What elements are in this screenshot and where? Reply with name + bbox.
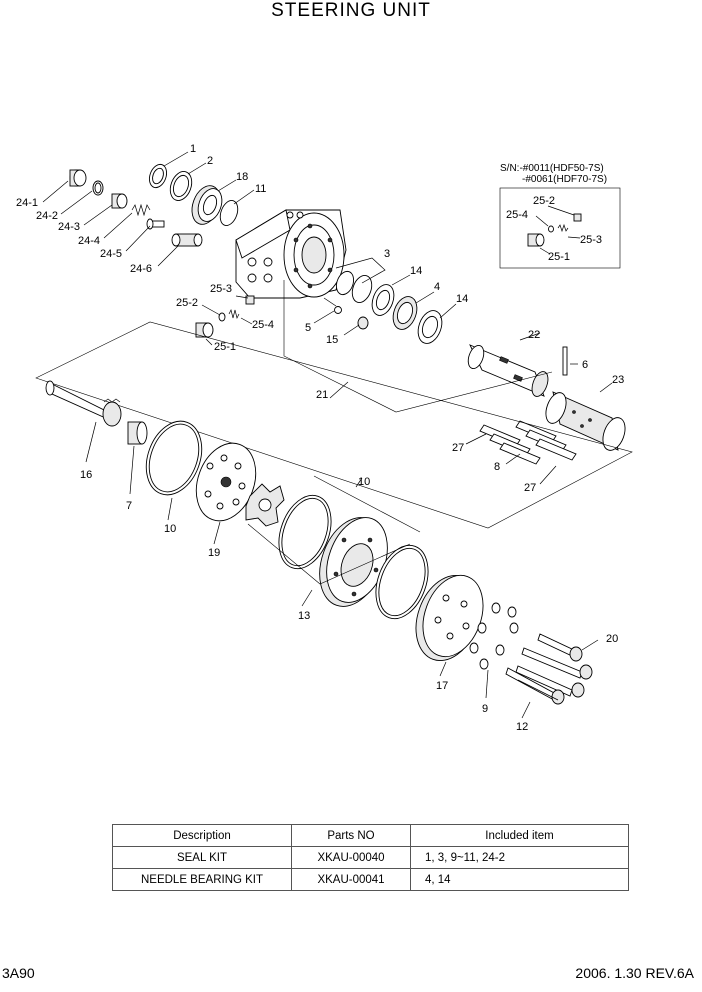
- inset-callout-25-4: 25-4: [506, 209, 528, 221]
- callout-10b: 10: [358, 476, 370, 488]
- plug-part-25-1: [195, 322, 214, 338]
- centering-springs-part-8-27: [479, 420, 577, 465]
- callout-6: 6: [582, 359, 588, 371]
- callout-22: 22: [528, 329, 540, 341]
- page-code: 3A90: [2, 965, 35, 981]
- seal-part-2: [169, 171, 193, 201]
- callout-19: 19: [208, 547, 220, 559]
- callout-15: 15: [326, 334, 338, 346]
- spool-part-22: [467, 344, 549, 397]
- cell-included: 4, 14: [410, 868, 629, 891]
- seal-part-3: [335, 270, 373, 303]
- callout-10a: 10: [164, 523, 176, 535]
- callout-14a: 14: [410, 265, 422, 277]
- callout-20: 20: [606, 633, 618, 645]
- valve-housing: [235, 209, 347, 299]
- callout-25-2: 25-2: [176, 297, 198, 309]
- callout-25-3: 25-3: [210, 283, 232, 295]
- cell-description: SEAL KIT: [112, 846, 292, 869]
- serial-note-line2: -#0061(HDF70-7S): [522, 174, 607, 185]
- header-parts-no: Parts NO: [291, 824, 411, 847]
- drive-shaft-part-16: [45, 380, 122, 427]
- callout-24-1: 24-1: [16, 197, 38, 209]
- kit-table: Description Parts NO Included item SEAL …: [112, 824, 629, 891]
- serial-inset-box: [499, 187, 621, 269]
- cell-included: 1, 3, 9~11, 24-2: [410, 846, 629, 869]
- spring-part-24-4: [131, 203, 151, 217]
- kit-table-header-row: Description Parts NO Included item: [112, 824, 629, 847]
- callout-18: 18: [236, 171, 248, 183]
- callout-27b: 27: [524, 482, 536, 494]
- needle-bearing-part-4: [392, 296, 418, 330]
- ball-part-5: [334, 306, 342, 314]
- callout-8: 8: [494, 461, 500, 473]
- callout-7: 7: [126, 500, 132, 512]
- table-row: SEAL KIT XKAU-00040 1, 3, 9~11, 24-2: [112, 846, 629, 869]
- o-ring-part-24-2: [92, 180, 104, 196]
- header-description: Description: [112, 824, 292, 847]
- check-valve-part-24-6: [171, 233, 203, 247]
- callout-16: 16: [80, 469, 92, 481]
- o-ring-part-25-2: [218, 312, 226, 322]
- distributor-plate-part-19: [195, 442, 257, 522]
- inset-callout-25-3: 25-3: [580, 234, 602, 246]
- callout-3: 3: [384, 248, 390, 260]
- callout-2: 2: [207, 155, 213, 167]
- callout-21: 21: [316, 389, 328, 401]
- callout-11: 11: [255, 183, 266, 195]
- bearing-race-part-14b: [417, 310, 443, 344]
- bolts-part-12: [505, 667, 565, 705]
- cell-description: NEEDLE BEARING KIT: [112, 868, 292, 891]
- inset-valve-parts: [527, 213, 582, 247]
- o-ring-part-11: [219, 200, 239, 226]
- inset-callout-25-1: 25-1: [548, 251, 570, 263]
- callout-24-3: 24-3: [58, 221, 80, 233]
- pin-part-24-5: [146, 218, 165, 230]
- cell-parts-no: XKAU-00040: [291, 846, 411, 869]
- o-ring-part-10a: [145, 420, 203, 496]
- sleeve-part-23: [545, 391, 626, 451]
- plug-part-24-1: [69, 169, 87, 187]
- seal-part-1: [148, 163, 168, 189]
- rotor-gear: [245, 483, 285, 527]
- callout-17: 17: [436, 680, 448, 692]
- table-row: NEEDLE BEARING KIT XKAU-00041 4, 14: [112, 868, 629, 891]
- pin-part-6: [562, 346, 568, 376]
- bearing-race-part-14: [371, 284, 395, 316]
- date-revision: 2006. 1.30 REV.6A: [575, 965, 694, 981]
- inset-callout-25-2: 25-2: [533, 195, 555, 207]
- gear-set-part-13: [319, 517, 388, 607]
- cell-parts-no: XKAU-00041: [291, 868, 411, 891]
- callout-13: 13: [298, 610, 310, 622]
- callout-24-4: 24-4: [78, 235, 100, 247]
- serial-note-line1: S/N:-#0011(HDF50-7S): [500, 163, 604, 174]
- bearing-part-18: [191, 185, 223, 225]
- o-ring-part-10c: [375, 544, 429, 620]
- callout-23: 23: [612, 374, 624, 386]
- bolts-part-20: [515, 633, 593, 698]
- o-ring-part-10b: [278, 494, 332, 570]
- spacer-part-7: [127, 421, 148, 445]
- callout-4: 4: [434, 281, 440, 293]
- valve-part-25-3: [245, 295, 255, 305]
- callout-5: 5: [305, 322, 311, 334]
- spring-part-25-4: [228, 308, 240, 320]
- callout-25-1: 25-1: [214, 341, 236, 353]
- washers-part-9: [469, 602, 519, 670]
- bushing-part-15: [357, 316, 369, 330]
- end-cover-part-17: [415, 574, 484, 662]
- page-title: STEERING UNIT: [271, 0, 431, 21]
- callout-25-4: 25-4: [252, 319, 274, 331]
- callout-27a: 27: [452, 442, 464, 454]
- callout-12: 12: [516, 721, 528, 733]
- callout-1: 1: [190, 143, 196, 155]
- callout-24-5: 24-5: [100, 248, 122, 260]
- header-included-item: Included item: [410, 824, 629, 847]
- callout-24-6: 24-6: [130, 263, 152, 275]
- callout-9: 9: [482, 703, 488, 715]
- callout-24-2: 24-2: [36, 210, 58, 222]
- callout-14b: 14: [456, 293, 468, 305]
- seat-part-24-3: [111, 193, 128, 209]
